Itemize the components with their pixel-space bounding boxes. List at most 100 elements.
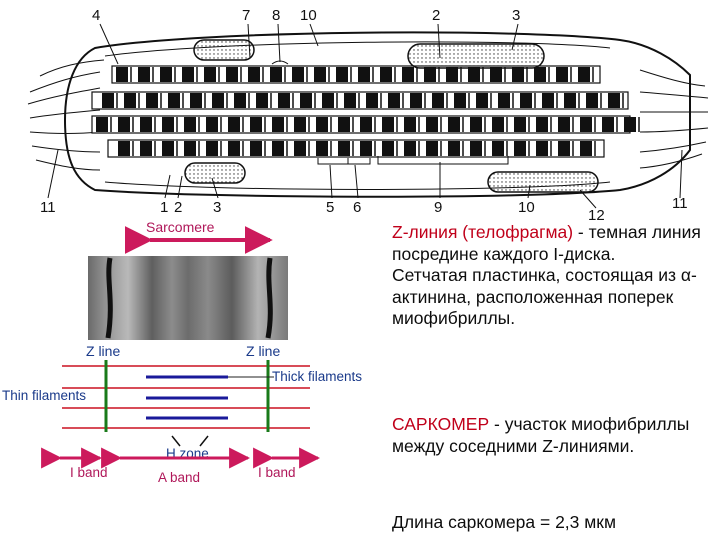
sarcomere-length: Длина саркомера = 2,3 мкм [392, 512, 616, 532]
sarcomere-diagram: Sarcomere Z line Z line Thick fil [2, 219, 362, 485]
label-11-left: 11 [40, 199, 56, 216]
label-5: 5 [326, 199, 334, 216]
thick-filaments [146, 375, 228, 420]
a-band-block [118, 117, 130, 132]
a-band-block [432, 93, 444, 108]
a-band-block [410, 93, 422, 108]
sarcomere-label: Sarcomere [146, 219, 215, 235]
a-band-block [272, 141, 284, 156]
label-9: 9 [434, 199, 442, 216]
z-line-term: Z-линия (телофрагма) [392, 222, 574, 242]
a-band-label: A band [158, 470, 200, 485]
electron-micrograph [88, 256, 288, 340]
a-band-block [140, 141, 152, 156]
myofibrils [91, 65, 640, 158]
label-3-bottom: 3 [213, 199, 221, 216]
a-band-block [294, 141, 306, 156]
a-band-block [212, 93, 224, 108]
a-band-block [388, 93, 400, 108]
a-band-block [228, 141, 240, 156]
a-band-block [358, 67, 370, 82]
a-band-block [234, 93, 246, 108]
nucleus-top-left [193, 39, 255, 61]
label-10-top: 10 [300, 7, 317, 24]
label-7: 7 [242, 7, 250, 24]
a-band-block [314, 67, 326, 82]
a-band-block [184, 117, 196, 132]
a-band-block [138, 67, 150, 82]
a-band-block [476, 93, 488, 108]
sarcomere-description: САРКОМЕР - участок миофибриллы между сос… [392, 414, 714, 457]
a-band-block [338, 117, 350, 132]
fiber-membrane [63, 31, 691, 198]
a-band-block [292, 67, 304, 82]
a-band-block [602, 117, 614, 132]
a-band-block [492, 141, 504, 156]
a-band-block [294, 117, 306, 132]
a-band-block [448, 117, 460, 132]
a-band-block [248, 67, 260, 82]
a-band-block [536, 141, 548, 156]
plate-description: Сетчатая пластинка, состоящая из α-актин… [392, 265, 697, 328]
label-1: 1 [160, 199, 168, 216]
h-zone-bracket-left [171, 435, 181, 447]
nuclei [184, 39, 599, 193]
z-line-right-label: Z line [246, 343, 280, 359]
a-band-block [190, 93, 202, 108]
a-band-block [382, 141, 394, 156]
a-band-block [366, 93, 378, 108]
a-band-block [536, 117, 548, 132]
a-band-block [404, 117, 416, 132]
a-band-block [514, 117, 526, 132]
myofibril-row [91, 91, 629, 110]
label-4: 4 [92, 7, 100, 24]
a-band-block [338, 141, 350, 156]
a-band-block [206, 141, 218, 156]
micrograph-z-line-left [105, 257, 113, 339]
a-band-block [586, 93, 598, 108]
a-band-block [256, 93, 268, 108]
a-band-block [96, 117, 108, 132]
bracket-bottom-6 [347, 158, 371, 165]
a-band-block [270, 67, 282, 82]
a-band-block [316, 117, 328, 132]
bracket-top [271, 60, 289, 65]
a-band-block [380, 67, 392, 82]
a-band-block [160, 67, 172, 82]
a-band-block [402, 67, 414, 82]
label-6: 6 [353, 199, 361, 216]
a-band-block [344, 93, 356, 108]
a-band-block [426, 141, 438, 156]
a-band-block [498, 93, 510, 108]
label-3-top: 3 [512, 7, 520, 24]
a-band-block [116, 67, 128, 82]
left-fiber-ends [27, 59, 105, 171]
a-band-block [426, 117, 438, 132]
nucleus-bottom-left [184, 162, 246, 184]
a-band-block [608, 93, 620, 108]
bracket-bottom-5 [317, 158, 349, 165]
thick-filaments-label: Thick filaments [272, 369, 362, 384]
label-11-right: 11 [672, 195, 688, 212]
a-band-block [580, 117, 592, 132]
a-band-block [204, 67, 216, 82]
a-band-block [140, 117, 152, 132]
a-band-block [382, 117, 394, 132]
label-2-bottom: 2 [174, 199, 182, 216]
z-line-description: Z-линия (телофрагма) - темная линия поср… [392, 222, 714, 330]
a-band-block [316, 141, 328, 156]
a-band-block [360, 141, 372, 156]
a-band-block [512, 67, 524, 82]
a-band-block [468, 67, 480, 82]
sarcomere-term: САРКОМЕР [392, 414, 490, 434]
muscle-fiber-diagram: 4 7 8 10 2 3 11 1 2 3 5 6 9 10 12 11 [27, 7, 709, 224]
a-band-block [146, 93, 158, 108]
sarcomere-definition: - участок миофибриллы между соседними Z-… [392, 414, 690, 456]
a-band-block [250, 117, 262, 132]
label-12: 12 [588, 207, 605, 224]
a-band-block [300, 93, 312, 108]
a-band-block [272, 117, 284, 132]
a-band-block [470, 141, 482, 156]
a-band-block [336, 67, 348, 82]
